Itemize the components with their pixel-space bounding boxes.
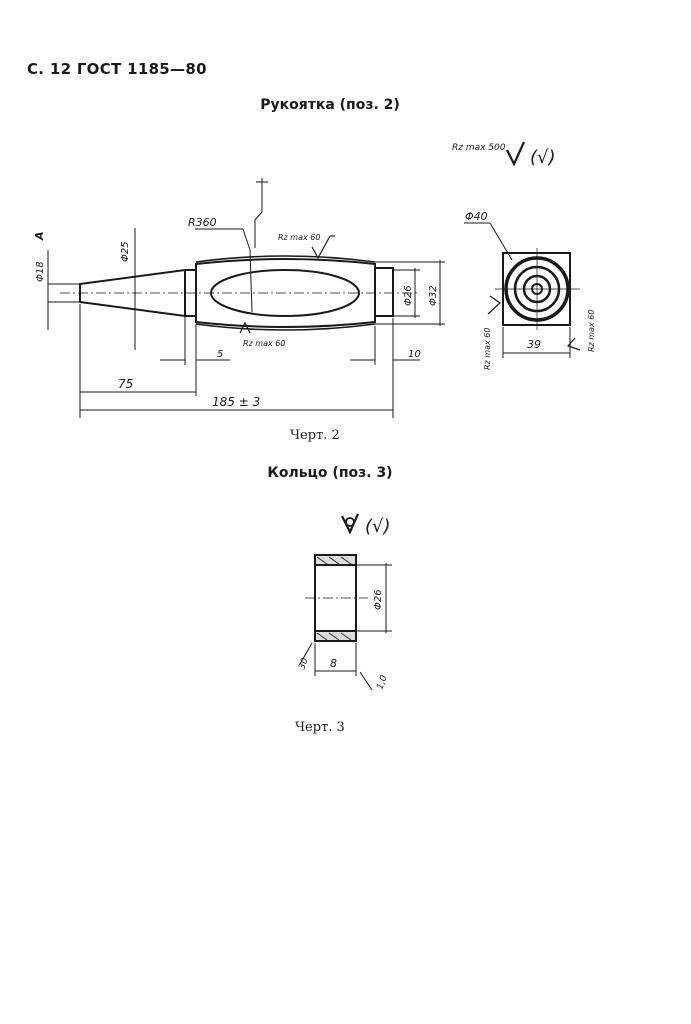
roughness-end-marks <box>487 295 581 351</box>
dim-phi40 <box>464 222 513 261</box>
dim-ring-left-label: 5 <box>217 349 223 360</box>
ring-dims <box>299 563 392 691</box>
handle-end-view <box>495 248 580 330</box>
dim-phi25-label: Φ25 <box>120 241 131 262</box>
roughness-general-parenthetical: (√) <box>530 147 556 168</box>
dim-phi18 <box>47 250 80 330</box>
dim-phi26-label: Φ26 <box>403 285 414 306</box>
dim-lengths <box>79 304 420 418</box>
roughness-bottom-label: Rz max 60 <box>243 339 285 348</box>
ring-diameter-label: Φ26 <box>373 589 384 610</box>
figure3-title: Кольцо (поз. 3) <box>267 465 393 481</box>
roughness-general-label: Rz max 500 <box>452 143 506 153</box>
roughness-general-mark <box>506 141 526 167</box>
page-header: С. 12 ГОСТ 1185—80 <box>27 60 207 78</box>
roughness-end-right-label: Rz max 60 <box>587 310 596 352</box>
handle-body-outline <box>195 255 394 331</box>
dim-taper-length-label: 75 <box>118 377 133 391</box>
figure2-title: Рукоятка (поз. 2) <box>260 97 400 113</box>
ring-chamfer-right-label: 1,0 <box>375 674 389 691</box>
dim-total-length-label: 185 ± 3 <box>212 395 260 409</box>
dim-phi32-label: Φ32 <box>428 285 439 306</box>
ring-roughness-parenthetical: (√) <box>365 516 391 537</box>
dim-phi26-phi32 <box>375 260 445 326</box>
roughness-end-left-label: Rz max 60 <box>483 328 492 370</box>
dim-end-width-label: 39 <box>527 338 541 351</box>
radius-leader <box>195 178 268 313</box>
figure3-caption: Черт. 3 <box>295 720 345 735</box>
dim-phi40-label: Φ40 <box>465 210 488 223</box>
ring-chamfer-left-label: 30 <box>297 657 310 671</box>
figure2-caption: Черт. 2 <box>290 428 340 443</box>
roughness-top-mark <box>311 235 335 260</box>
radius-label: R360 <box>188 216 217 229</box>
dim-phi18-label: Φ18 <box>35 261 46 282</box>
roughness-top-label: Rz max 60 <box>278 233 320 242</box>
ring-roughness-mark <box>341 513 360 535</box>
dim-ring-right-label: 10 <box>408 349 421 360</box>
ring-width-label: 8 <box>330 657 337 670</box>
dim-end-width <box>502 327 571 358</box>
roughness-bottom-mark <box>239 321 251 334</box>
marker-a: A <box>33 231 46 241</box>
